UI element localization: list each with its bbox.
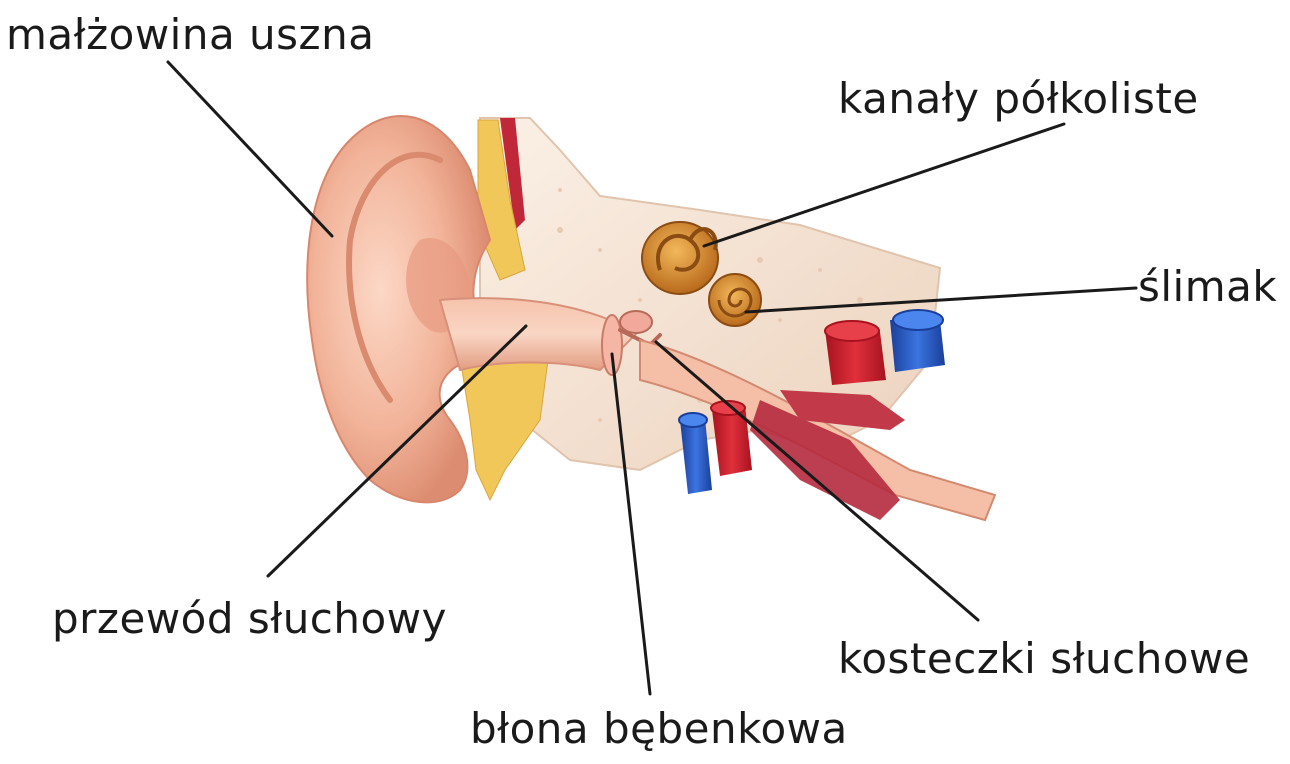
label-ear-canal: przewód słuchowy (52, 598, 447, 640)
label-ossicles: kosteczki słuchowe (838, 638, 1250, 680)
leader-canals (704, 124, 1064, 246)
label-auricle: małżowina uszna (6, 14, 374, 56)
label-eardrum: błona bębenkowa (470, 708, 848, 750)
label-cochlea: ślimak (1138, 266, 1277, 308)
cochlea (709, 274, 761, 326)
leader-auricle (168, 62, 332, 236)
label-semicircular-canals: kanały półkoliste (838, 78, 1199, 120)
